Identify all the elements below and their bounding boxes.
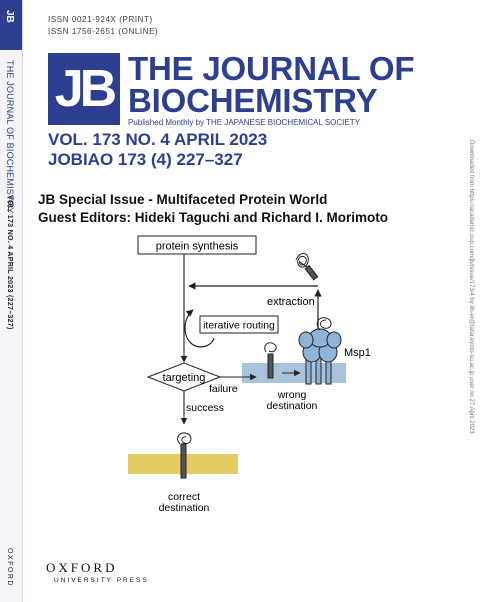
correct-destination-label-1: correct — [168, 491, 200, 503]
guest-editors: Guest Editors: Hideki Taguchi and Richar… — [38, 210, 389, 225]
issn-online: ISSN 1756-2651 (ONLINE) — [48, 27, 159, 36]
targeting-label: targeting — [163, 372, 206, 384]
coden-line: JOBIAO 173 (4) 227–327 — [48, 150, 243, 169]
special-issue-title: JB Special Issue - Multifaceted Protein … — [38, 192, 328, 207]
jb-logo: JB — [48, 53, 120, 125]
msp1-label: Msp1 — [344, 347, 371, 359]
publisher-logo: OXFORD — [46, 560, 118, 575]
mistargeted-protein — [264, 342, 277, 379]
publisher-tagline: Published Monthly by THE JAPANESE BIOCHE… — [128, 118, 360, 127]
volume-line: VOL. 173 NO. 4 APRIL 2023 — [48, 130, 268, 149]
extracted-protein — [295, 253, 319, 281]
issn-print: ISSN 0021-924X (PRINT) — [48, 15, 153, 24]
publisher-sub: UNIVERSITY PRESS — [54, 577, 149, 584]
msp1-complex — [298, 328, 342, 385]
download-note: Downloaded from https://academic.oup.com… — [468, 140, 474, 434]
spine-issue: VOL. 173 NO. 4 APRIL 2023 (227–327) — [6, 195, 13, 330]
protein-synthesis-label: protein synthesis — [156, 241, 239, 253]
wrong-destination-label-2: destination — [267, 400, 318, 412]
success-label: success — [186, 402, 224, 414]
correct-destination-label-2: destination — [159, 502, 210, 514]
spine-logo: JB — [4, 10, 15, 23]
extraction-label: extraction — [267, 296, 315, 308]
protein-synthesis-box — [137, 235, 257, 255]
iterative-routing-box — [199, 315, 279, 334]
failure-label: failure — [209, 383, 238, 395]
spine-title: THE JOURNAL OF BIOCHEMISTRY — [5, 60, 15, 214]
iterative-routing-label: iterative routing — [203, 320, 275, 332]
spine-logo-bar — [0, 0, 22, 50]
journal-title-line1: THE JOURNAL OF — [128, 50, 415, 87]
targeted-protein — [177, 432, 192, 479]
spine-publisher: OXFORD — [6, 548, 13, 587]
iterative-routing-loop — [184, 309, 215, 348]
substrate-coil — [316, 317, 332, 331]
wrong-destination-label-1: wrong — [277, 389, 307, 401]
journal-title: THE JOURNAL OF BIOCHEMISTRY — [128, 50, 473, 119]
spine: JB THE JOURNAL OF BIOCHEMISTRY VOL. 173 … — [0, 0, 23, 602]
journal-title-line2: BIOCHEMISTRY — [128, 82, 378, 119]
